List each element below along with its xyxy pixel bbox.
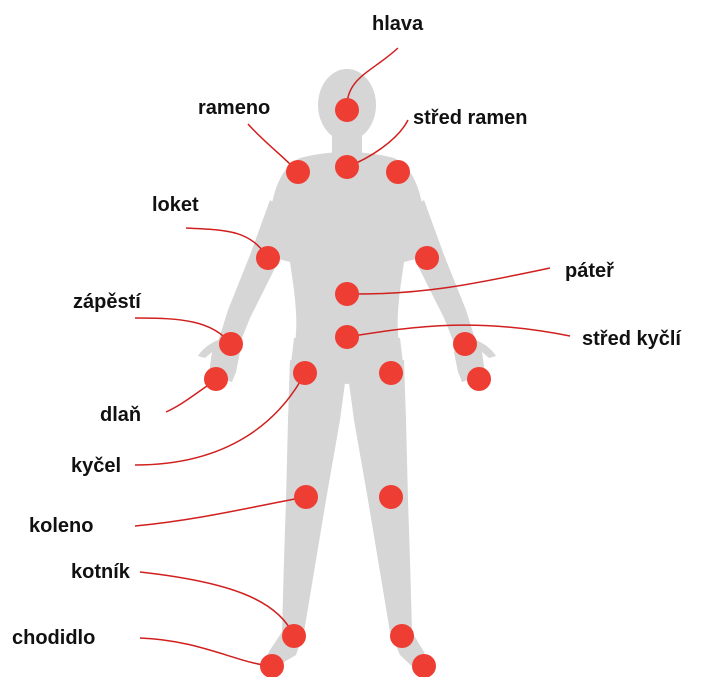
joint-head [335,98,359,122]
silhouette-left-arm [218,200,292,348]
joint-knee-right [379,485,403,509]
leader-ankle [140,572,294,636]
joint-hip-center [335,325,359,349]
label-wrist: zápěstí [73,291,142,313]
leader-knee [135,497,306,526]
joint-hip-right [379,361,403,385]
joint-elbow-right [415,246,439,270]
label-elbow: loket [152,194,199,216]
joint-shoulder-left [286,160,310,184]
label-hand: dlaň [100,404,141,426]
label-hip-center: střed kyčlí [582,328,682,350]
joint-knee-left [294,485,318,509]
label-knee: koleno [29,515,93,537]
label-head: hlava [372,13,424,35]
joint-hand-right [467,367,491,391]
joint-foot-right [412,654,436,677]
leader-foot [140,638,272,666]
label-hip: kyčel [71,455,121,477]
joint-ankle-left [282,624,306,648]
silhouette-left-leg [262,360,347,668]
label-foot: chodidlo [12,627,95,649]
leader-wrist [135,318,231,344]
joint-hip-left [293,361,317,385]
joint-shoulder-center [335,155,359,179]
silhouette-right-leg [347,360,430,672]
joint-hand-left [204,367,228,391]
label-spine: páteř [565,260,614,282]
label-ankle: kotník [71,561,131,583]
joint-wrist-left [219,332,243,356]
joint-foot-left [260,654,284,677]
joint-shoulder-right [386,160,410,184]
joint-wrist-right [453,332,477,356]
joint-spine [335,282,359,306]
joint-elbow-left [256,246,280,270]
joint-ankle-right [390,624,414,648]
label-shoulder-center: střed ramen [413,107,528,129]
silhouette-torso [262,152,432,350]
label-shoulder: rameno [198,97,270,119]
